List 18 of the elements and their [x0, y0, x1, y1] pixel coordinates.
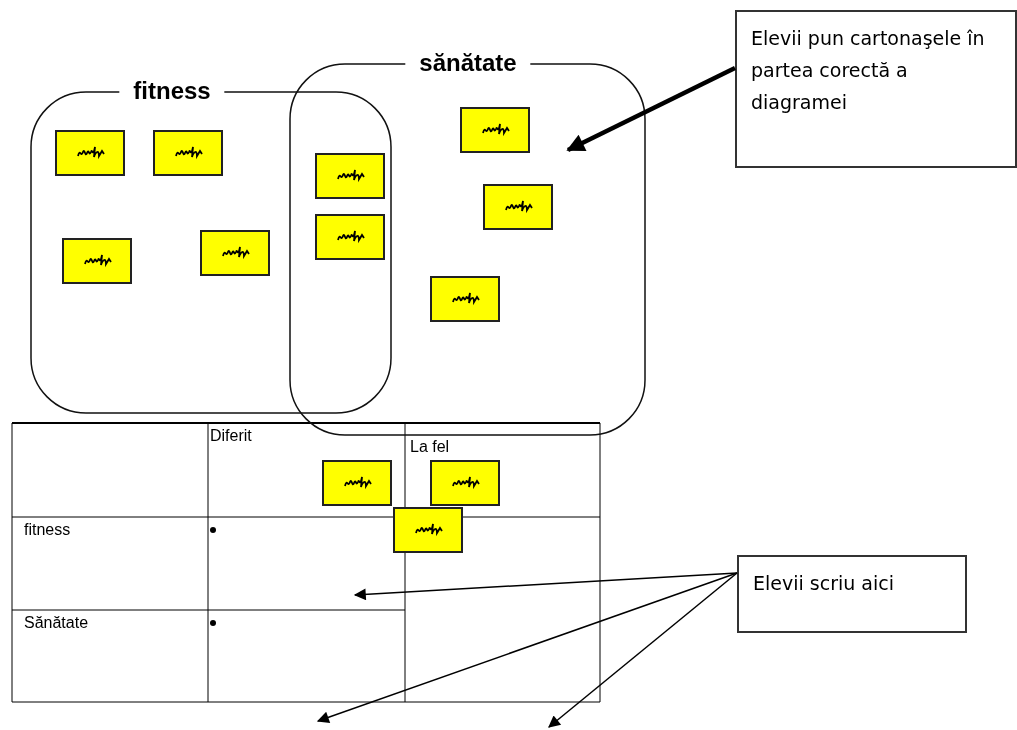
sticky-card: [483, 184, 553, 230]
sticky-card: [322, 460, 392, 506]
sticky-card: [430, 460, 500, 506]
sticky-card: [200, 230, 270, 276]
sticky-card: [315, 214, 385, 260]
sticky-card: [460, 107, 530, 153]
callout-box: Elevii pun cartonaşele în partea corectă a diagramei: [735, 10, 1017, 168]
callout-box: Elevii scriu aici: [737, 555, 967, 633]
sticky-card: [153, 130, 223, 176]
sticky-card: [393, 507, 463, 553]
arrow: [548, 572, 738, 728]
sticky-card: [62, 238, 132, 284]
arrow: [566, 65, 736, 153]
sticky-card: [315, 153, 385, 199]
arrow: [316, 572, 738, 724]
arrow: [353, 572, 738, 601]
sticky-card: [430, 276, 500, 322]
sticky-card: [55, 130, 125, 176]
